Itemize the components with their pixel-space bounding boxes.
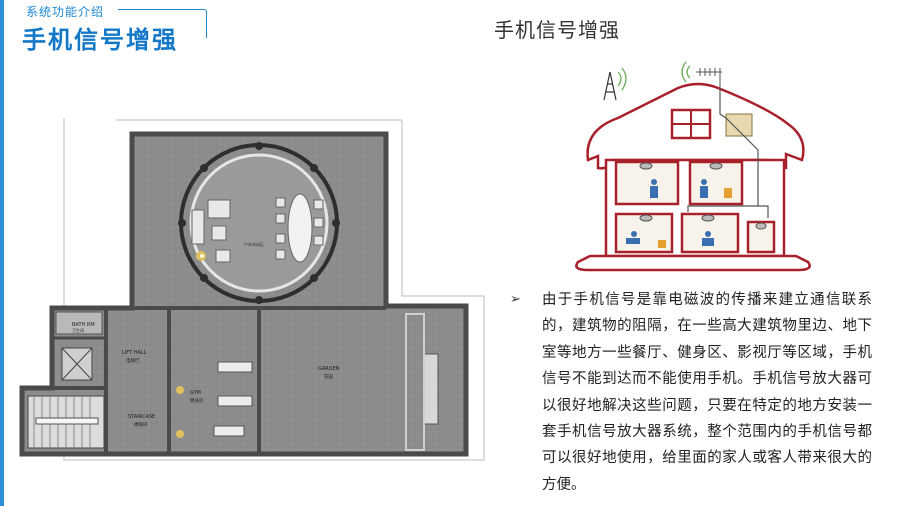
section-label: 系统功能介绍 — [26, 5, 105, 19]
gym-equipment — [213, 361, 253, 437]
label-gym: GYM — [190, 390, 201, 396]
outdoor-antenna-icon — [696, 68, 722, 88]
label-gym-cn: 健身房 — [190, 397, 204, 404]
bullet-icon: ➢ — [510, 292, 521, 307]
indoor-antenna-icons — [639, 162, 767, 230]
house-ground — [575, 254, 811, 272]
description-paragraph: 由于手机信号是靠电磁波的传播来建立通信联系的，建筑物的阻隔，在一些高大建筑物里边… — [542, 287, 872, 498]
signal-booster-house-diagram — [575, 61, 811, 272]
title-bracket-line — [118, 9, 207, 38]
label-stair-cn: 楼梯间 — [134, 421, 148, 428]
lounge-columns — [178, 142, 340, 304]
label-lift-cn: 电梯厅 — [126, 357, 140, 364]
floor-plan-illustration: 户外休闲区 BATH RM 卫生间 LIFT HALL 电梯厅 STAIRCAS… — [19, 118, 485, 461]
label-lounge: 户外休闲区 — [244, 241, 264, 247]
description-text: 由于手机信号是靠电磁波的传播来建立通信联系的，建筑物的阻隔，在一些高大建筑物里边… — [542, 292, 872, 493]
signal-cable — [719, 88, 759, 160]
garden-bench — [423, 353, 439, 425]
cell-tower-icon — [603, 71, 617, 101]
label-stair: STAIRCASE — [128, 414, 155, 420]
label-garden: GARDEN — [318, 366, 340, 372]
people-icons — [626, 179, 714, 246]
oval-table — [287, 193, 313, 263]
label-lift: LIFT HALL — [122, 350, 147, 356]
booster-unit — [725, 113, 753, 137]
slide-title: 手机信号增强 — [494, 18, 620, 42]
sofa-set — [191, 199, 231, 263]
floor-outline — [19, 131, 469, 457]
bath-room — [55, 311, 103, 335]
label-garden-cn: 花园 — [324, 373, 333, 380]
label-bath: BATH RM — [72, 322, 95, 328]
page-heading: 手机信号增强 — [22, 26, 178, 54]
label-bath-cn: 卫生间 — [72, 327, 84, 333]
left-accent-strip — [0, 0, 4, 506]
chairs — [275, 197, 324, 260]
outer-boundary — [63, 118, 485, 461]
